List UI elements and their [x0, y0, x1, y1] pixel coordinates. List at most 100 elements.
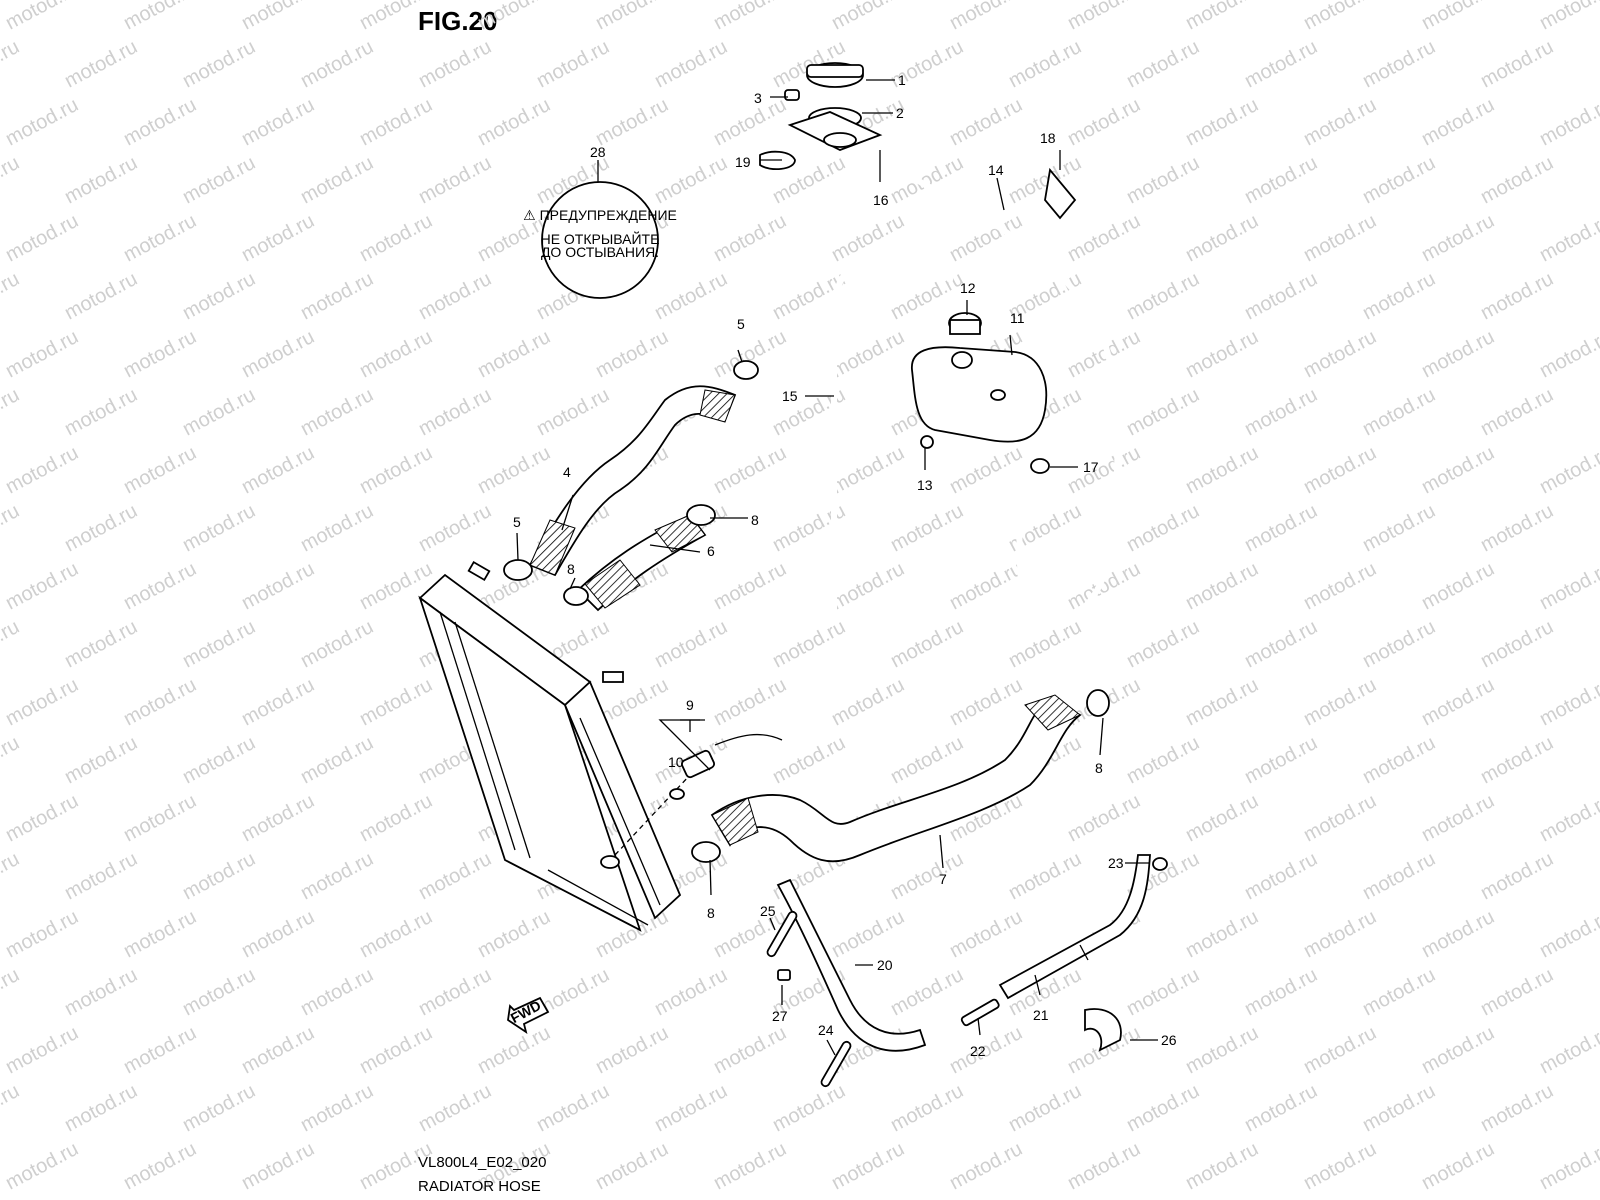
watermark-text: motod.ru [1300, 790, 1380, 846]
watermark-text: motod.ru [1359, 268, 1439, 324]
callout-6: 6 [707, 543, 715, 559]
watermark-text: motod.ru [2, 674, 82, 730]
callout-3: 3 [754, 90, 762, 106]
watermark-text: motod.ru [474, 0, 554, 34]
watermark-text: motod.ru [1300, 326, 1380, 382]
watermark-text: motod.ru [238, 442, 318, 498]
watermark-text: motod.ru [297, 268, 377, 324]
callout-8d: 8 [707, 905, 715, 921]
watermark-text: motod.ru [1182, 0, 1262, 34]
callout-25: 25 [760, 903, 776, 919]
radiator-core [418, 560, 691, 932]
watermark-text: motod.ru [179, 152, 259, 208]
callout-12: 12 [960, 280, 976, 296]
watermark-text: motod.ru [1359, 36, 1439, 92]
watermark-text: motod.ru [946, 0, 1026, 34]
watermark-text: motod.ru [0, 384, 23, 440]
watermark-text: motod.ru [61, 36, 141, 92]
callout-23: 23 [1108, 855, 1124, 871]
figure-code: VL800L4_E02_020 [418, 1154, 547, 1171]
callout-10: 10 [668, 754, 684, 770]
watermark-text: motod.ru [356, 0, 436, 34]
watermark-text: motod.ru [1064, 210, 1144, 266]
watermark-text: motod.ru [1418, 790, 1498, 846]
watermark-text: motod.ru [1300, 210, 1380, 266]
watermark-text: motod.ru [1123, 268, 1203, 324]
watermark-text: motod.ru [1300, 906, 1380, 962]
callout-27: 27 [772, 1008, 788, 1024]
callout-1: 1 [898, 72, 906, 88]
callout-8a: 8 [751, 512, 759, 528]
watermark-text: motod.ru [651, 152, 731, 208]
watermark-text: motod.ru [415, 848, 495, 904]
hose-21 [998, 854, 1151, 1000]
watermark-text: motod.ru [592, 94, 672, 150]
watermark-text: motod.ru [415, 1080, 495, 1136]
watermark-text: motod.ru [1241, 616, 1321, 672]
watermark-text: motod.ru [474, 906, 554, 962]
watermark-text: motod.ru [887, 500, 967, 556]
watermark-text: motod.ru [1477, 268, 1557, 324]
watermark-text: motod.ru [592, 1138, 672, 1194]
watermark-text: motod.ru [592, 1022, 672, 1078]
watermark-text: motod.ru [710, 1138, 790, 1194]
watermark-text: motod.ru [1241, 1080, 1321, 1136]
callout-5a: 5 [513, 514, 521, 530]
watermark-text: motod.ru [1418, 558, 1498, 614]
callout-13: 13 [917, 477, 933, 493]
watermark-text: motod.ru [1123, 36, 1203, 92]
watermark-text: motod.ru [946, 1138, 1026, 1194]
watermark-text: motod.ru [415, 268, 495, 324]
watermark-text: motod.ru [1536, 326, 1600, 382]
watermark-text: motod.ru [1182, 326, 1262, 382]
watermark-text: motod.ru [356, 906, 436, 962]
watermark-text: motod.ru [61, 848, 141, 904]
watermark-text: motod.ru [1418, 0, 1498, 34]
watermark-text: motod.ru [238, 94, 318, 150]
watermark-text: motod.ru [710, 674, 790, 730]
watermark-text: motod.ru [1536, 674, 1600, 730]
watermark-text: motod.ru [2, 906, 82, 962]
watermark-text: motod.ru [0, 616, 23, 672]
watermark-text: motod.ru [1300, 1022, 1380, 1078]
watermark-text: motod.ru [1418, 442, 1498, 498]
watermark-text: motod.ru [1536, 0, 1600, 34]
watermark-text: motod.ru [0, 964, 23, 1020]
watermark-text: motod.ru [356, 94, 436, 150]
hose-14-inner [877, 157, 1121, 629]
watermark-text: motod.ru [120, 210, 200, 266]
watermark-text: motod.ru [238, 1138, 318, 1194]
watermark-text: motod.ru [1300, 674, 1380, 730]
watermark-text: motod.ru [297, 964, 377, 1020]
label-line2: ДО ОСТЫВАНИЯ. [541, 244, 659, 260]
watermark-text: motod.ru [1477, 616, 1557, 672]
watermark-text: motod.ru [474, 94, 554, 150]
watermark-text: motod.ru [1359, 384, 1439, 440]
watermark-text: motod.ru [2, 326, 82, 382]
small-parts: FWD [503, 167, 1168, 1088]
watermark-text: motod.ru [1418, 1138, 1498, 1194]
watermark-text: motod.ru [1123, 384, 1203, 440]
watermark-text: motod.ru [1182, 1138, 1262, 1194]
watermark-text: motod.ru [1477, 964, 1557, 1020]
hose-7 [710, 694, 1082, 863]
watermark-text: motod.ru [1536, 558, 1600, 614]
watermark-text: motod.ru [1477, 36, 1557, 92]
watermark-text: motod.ru [1359, 964, 1439, 1020]
watermark-text: motod.ru [1182, 558, 1262, 614]
watermark-text: motod.ru [1064, 790, 1144, 846]
watermark-text: motod.ru [61, 964, 141, 1020]
callout-11: 11 [1010, 310, 1025, 326]
watermark-text: motod.ru [1300, 94, 1380, 150]
hose-20 [776, 878, 927, 1052]
watermark-text: motod.ru [0, 1080, 23, 1136]
watermark-text: motod.ru [238, 674, 318, 730]
callout-18: 18 [1040, 130, 1056, 146]
watermark-text: motod.ru [1418, 94, 1498, 150]
watermark-text: motod.ru [946, 906, 1026, 962]
watermark-text: motod.ru [946, 442, 1026, 498]
callout-19: 19 [735, 154, 751, 170]
watermark-text: motod.ru [887, 1080, 967, 1136]
watermark-text: motod.ru [1241, 152, 1321, 208]
